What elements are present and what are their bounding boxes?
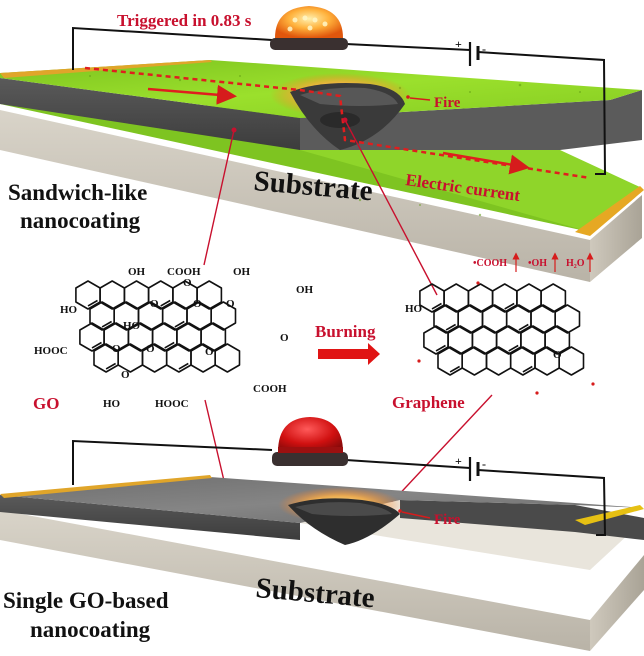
burning-label: Burning bbox=[315, 322, 376, 341]
svg-text:O: O bbox=[112, 343, 121, 355]
top-battery-icon: + - bbox=[455, 37, 486, 66]
top-alarm-lamp-icon bbox=[270, 6, 348, 50]
go-ho-label: HO bbox=[60, 304, 78, 316]
go-structure: OH COOH OH OH HO HO O HOOC COOH HO HOOC … bbox=[33, 266, 314, 413]
go-ho-label: HO bbox=[123, 320, 141, 332]
bottom-burn-crater bbox=[278, 487, 402, 545]
svg-text:O: O bbox=[150, 298, 159, 310]
released-species: •COOH •OH H₂O bbox=[473, 252, 594, 272]
double-bond bbox=[87, 299, 98, 307]
go-oh-label: OH bbox=[296, 284, 314, 296]
top-substrate-block bbox=[0, 110, 642, 282]
go-epoxy-labels: O O O O O O O O bbox=[112, 277, 235, 381]
graphene-ho-label: HO bbox=[405, 303, 423, 315]
ring bbox=[558, 346, 585, 376]
double-bond bbox=[160, 299, 171, 307]
double-bond bbox=[435, 344, 446, 352]
double-bond bbox=[431, 302, 442, 310]
bottom-battery-plus: + bbox=[455, 454, 462, 468]
graphene-label: Graphene bbox=[392, 393, 465, 412]
svg-text:O: O bbox=[226, 298, 235, 310]
double-bond bbox=[91, 341, 102, 349]
go-ketone-label: O bbox=[280, 332, 289, 344]
double-bond bbox=[518, 323, 529, 331]
ring bbox=[461, 346, 488, 376]
ring bbox=[554, 304, 581, 334]
double-bond bbox=[101, 320, 112, 328]
radical-dots bbox=[417, 281, 595, 395]
bottom-circuit-wire-right bbox=[345, 459, 471, 469]
graphene-epoxy-label: O bbox=[553, 349, 562, 361]
ring bbox=[214, 343, 241, 373]
go-hooc-label: HOOC bbox=[155, 398, 189, 410]
bottom-left-electrode bbox=[0, 475, 212, 498]
double-bond bbox=[508, 344, 519, 352]
svg-text:O: O bbox=[146, 343, 155, 355]
top-circuit-wire-left bbox=[72, 26, 273, 70]
go-oh-label: OH bbox=[128, 266, 146, 278]
ring bbox=[200, 322, 227, 352]
bottom-circuit-wire-left bbox=[72, 439, 273, 485]
svg-text:O: O bbox=[205, 346, 214, 358]
double-bond bbox=[178, 362, 189, 370]
bottom-fire-label: Fire bbox=[434, 512, 461, 528]
top-right-electrode bbox=[575, 186, 644, 236]
go-cooh-label: COOH bbox=[167, 266, 201, 278]
svg-text:O: O bbox=[183, 277, 192, 289]
ring bbox=[210, 301, 237, 331]
svg-text:O: O bbox=[193, 298, 202, 310]
double-bond bbox=[522, 365, 533, 373]
trigger-time-label: Triggered in 0.83 s bbox=[117, 11, 252, 30]
go-ho-label: HO bbox=[103, 398, 121, 410]
bottom-right-electrode bbox=[575, 505, 644, 525]
sandwich-title-line1: Sandwich-like bbox=[8, 180, 147, 205]
ring bbox=[544, 325, 571, 355]
top-battery-plus: + bbox=[455, 37, 462, 51]
sandwich-title-line2: nanocoating bbox=[20, 208, 141, 233]
top-fire-label: Fire bbox=[434, 95, 461, 111]
bottom-panel: + - Fire Substrate Single GO-based nanoc… bbox=[0, 417, 644, 651]
top-current-path bbox=[84, 66, 591, 180]
ring bbox=[165, 343, 192, 373]
go-label: GO bbox=[33, 394, 59, 413]
bottom-alarm-lamp-icon bbox=[272, 417, 348, 466]
burning-arrow-icon bbox=[318, 343, 380, 365]
ring bbox=[485, 346, 512, 376]
double-bond bbox=[445, 323, 456, 331]
double-bond bbox=[504, 302, 515, 310]
species-oh: •OH bbox=[528, 258, 547, 269]
double-bond bbox=[174, 320, 185, 328]
ring bbox=[540, 283, 567, 313]
go-hooc-label: HOOC bbox=[34, 345, 68, 357]
double-bond bbox=[105, 362, 116, 370]
single-go-title-line2: nanocoating bbox=[30, 617, 151, 642]
species-h2o: H₂O bbox=[566, 258, 585, 269]
top-panel: + - Triggered in 0.83 s Fire Electric cu… bbox=[0, 6, 644, 282]
ring bbox=[117, 343, 144, 373]
double-bond bbox=[164, 341, 175, 349]
species-cooh: •COOH bbox=[473, 258, 507, 269]
top-middle-layer bbox=[0, 78, 300, 150]
ring bbox=[196, 280, 223, 310]
graphene-structure: HO O •COOH •OH H₂O Graphene bbox=[392, 252, 595, 412]
top-battery-minus: - bbox=[482, 42, 486, 56]
double-bond bbox=[449, 365, 460, 373]
top-current-arrow-1 bbox=[147, 84, 237, 105]
go-oh-label: OH bbox=[233, 266, 251, 278]
bottom-battery-icon: + - bbox=[455, 454, 486, 481]
bottom-battery-minus: - bbox=[482, 457, 486, 471]
burning-reaction: Burning bbox=[315, 322, 380, 365]
single-go-title-line1: Single GO-based bbox=[3, 588, 169, 613]
svg-text:O: O bbox=[121, 369, 130, 381]
ring bbox=[509, 346, 536, 376]
top-circuit-wire-right bbox=[345, 43, 471, 51]
go-cooh-label: COOH bbox=[253, 383, 287, 395]
top-current-arrow-2 bbox=[442, 151, 530, 175]
ring bbox=[437, 346, 464, 376]
